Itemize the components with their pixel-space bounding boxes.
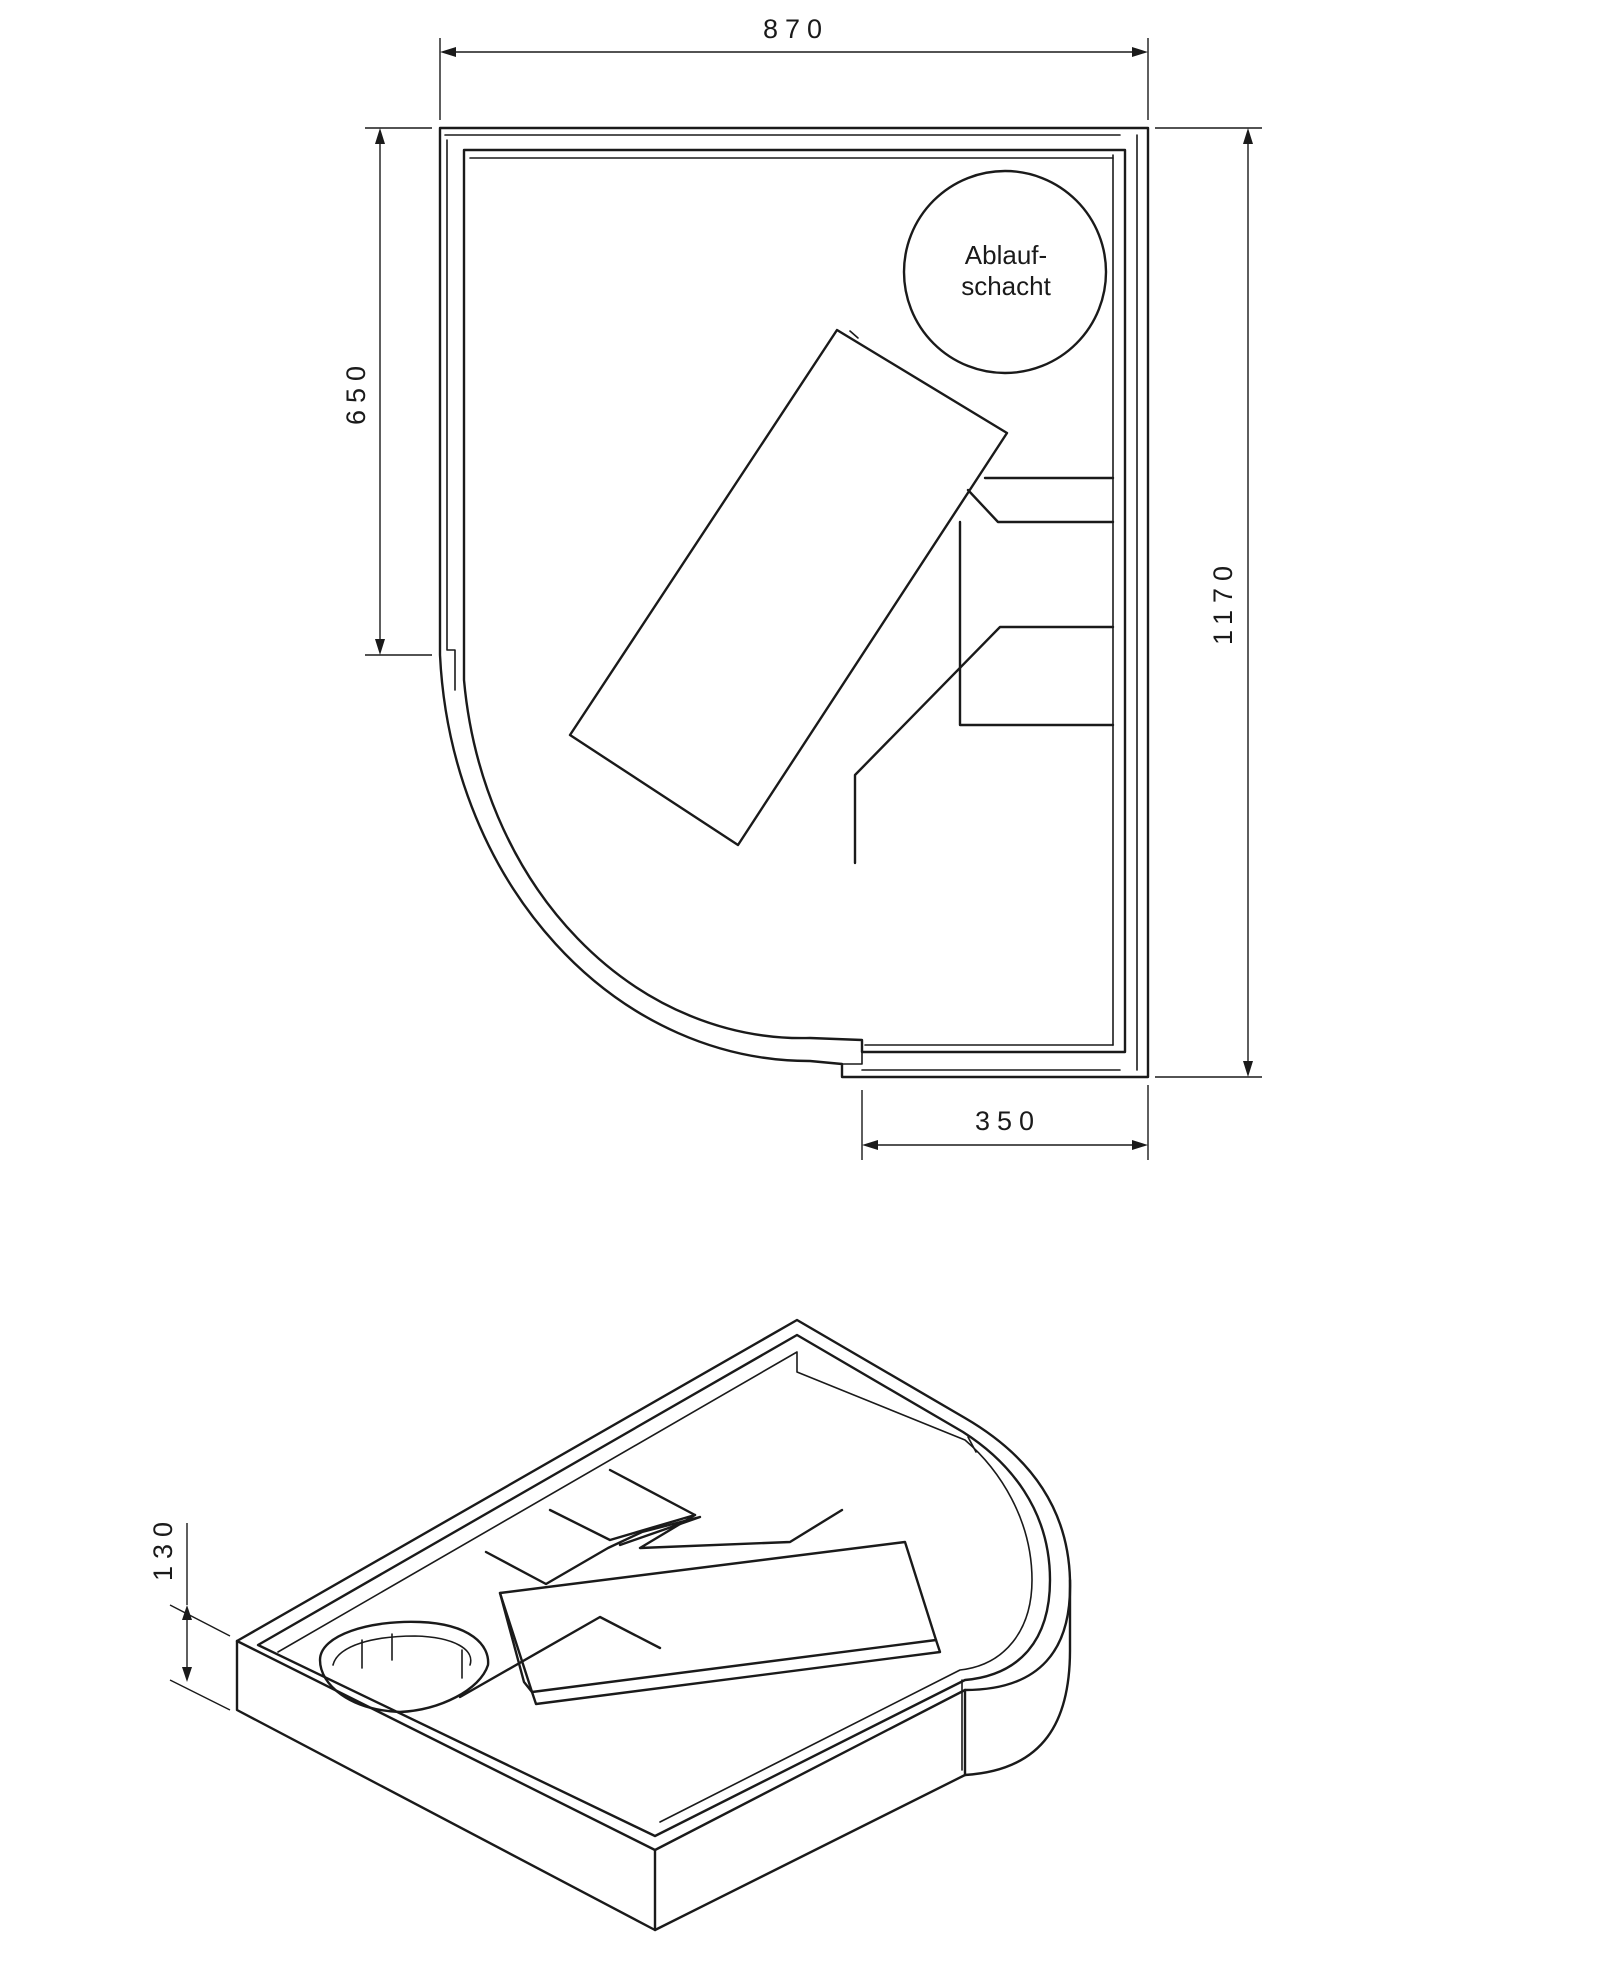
drain-label-line2: schacht — [961, 271, 1051, 301]
iso-rim-inner — [277, 1351, 1033, 1823]
arrow-icon — [862, 1140, 878, 1150]
support-shelf-3 — [958, 520, 1115, 727]
drain-shaft-circle — [902, 169, 1108, 375]
arrow-icon — [182, 1667, 192, 1682]
iso-edge-marker — [967, 1436, 977, 1453]
rim-left — [446, 139, 456, 691]
isometric-view: 130 — [148, 1318, 1072, 1932]
iso-support-4 — [608, 1468, 844, 1550]
iso-drain-inner — [332, 1635, 472, 1666]
iso-cover-plate-side — [530, 1638, 942, 1706]
arrow-icon — [375, 128, 385, 144]
arrow-icon — [1132, 1140, 1148, 1150]
dim-870-label: 870 — [763, 14, 829, 44]
arrow-icon — [1243, 128, 1253, 144]
tray-inner-contour — [462, 148, 1127, 1054]
arrow-icon — [182, 1605, 192, 1620]
iso-cover-plate-end — [498, 1591, 534, 1694]
dim-130-label: 130 — [148, 1515, 178, 1581]
arrow-icon — [1243, 1061, 1253, 1077]
cover-plate — [568, 328, 1009, 847]
tray-outer-contour — [438, 126, 1150, 1079]
dim-650-label: 650 — [341, 359, 371, 425]
rim-corner-step — [841, 1051, 863, 1065]
dim-1170-label: 1170 — [1208, 559, 1238, 645]
iso-support-3 — [548, 1508, 697, 1542]
iso-front-face — [235, 1639, 657, 1932]
arrow-icon — [1132, 47, 1148, 57]
iso-support-1 — [458, 1615, 662, 1699]
dim-130-ext-bottom — [169, 1679, 231, 1711]
arrow-icon — [375, 639, 385, 655]
plan-view: Ablauf- schacht 870 650 1170 — [341, 14, 1262, 1160]
iso-cover-plate-top — [498, 1540, 938, 1694]
cover-plate-tab — [849, 330, 859, 339]
dim-130-ext-top — [169, 1604, 231, 1637]
arrow-icon — [440, 47, 456, 57]
support-shelf-4 — [853, 625, 1115, 865]
iso-top-inner — [256, 1333, 1052, 1838]
support-shelf-2 — [966, 488, 1115, 524]
iso-support-2 — [484, 1515, 702, 1586]
drain-label-line1: Ablauf- — [965, 240, 1047, 270]
iso-drain-opening — [318, 1620, 490, 1714]
iso-curve-face — [963, 1578, 1072, 1777]
iso-right-face — [653, 1773, 967, 1932]
dim-350-label: 350 — [975, 1106, 1041, 1136]
